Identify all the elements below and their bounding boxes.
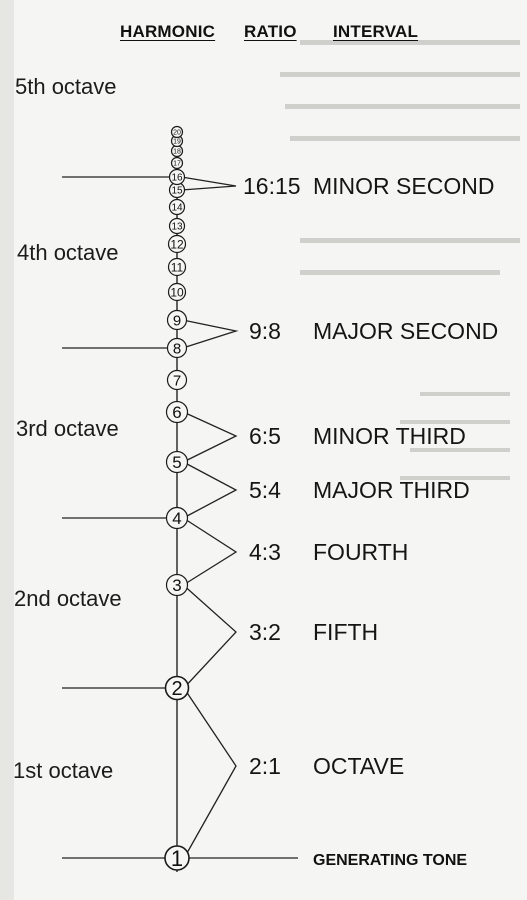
harmonic-number: 3	[172, 576, 181, 595]
harmonic-number: 6	[172, 403, 181, 422]
interval-name-label: MAJOR THIRD	[313, 477, 470, 503]
octave-label: 1st octave	[13, 758, 113, 783]
interval-brackets	[181, 176, 239, 859]
interval-labels: 16:15 MINOR SECOND 9:8 MAJOR SECOND 6:5 MINOR…	[243, 173, 498, 779]
harmonic-node: 18	[170, 144, 184, 158]
harmonic-number: 11	[171, 260, 184, 274]
interval-ratio-label: 16:15	[243, 173, 301, 199]
interval-ratio-label: 4:3	[249, 539, 281, 565]
harmonic-node: 12	[167, 234, 187, 254]
harmonic-node: 4	[165, 506, 189, 530]
header-ratio: RATIO	[244, 22, 297, 41]
harmonic-node: 10	[167, 282, 187, 302]
harmonic-number: 5	[172, 453, 181, 472]
harmonic-number: 20	[173, 130, 181, 137]
harmonic-node: 20	[170, 125, 184, 139]
harmonic-node: 3	[165, 573, 189, 597]
interval-bracket	[182, 319, 239, 349]
interval-name-label: FOURTH	[313, 539, 408, 565]
harmonic-node: 11	[167, 257, 187, 277]
octave-labels: 5th octave 4th octave 3rd octave 2nd octave…	[13, 74, 122, 783]
harmonic-number: 12	[170, 237, 184, 251]
interval-name-label: OCTAVE	[313, 753, 404, 779]
interval-bracket	[181, 176, 237, 191]
harmonic-node: 5	[165, 450, 189, 474]
octave-label: 2nd octave	[14, 586, 122, 611]
harmonic-number: 15	[171, 186, 183, 197]
harmonic-node: 2	[164, 675, 190, 701]
harmonic-node: 1	[164, 845, 190, 871]
interval-name-label: MINOR THIRD	[313, 423, 466, 449]
harmonic-number: 7	[173, 372, 181, 389]
generating-tone-group: GENERATING TONE	[313, 852, 467, 869]
harmonic-number: 2	[171, 678, 182, 700]
octave-label: 5th octave	[15, 74, 117, 99]
interval-bracket	[182, 517, 238, 586]
interval-bracket	[183, 411, 238, 463]
harmonic-number: 13	[171, 222, 183, 233]
harmonic-node: 14	[168, 198, 186, 216]
interval-ratio-label: 2:1	[249, 753, 281, 779]
interval-bracket	[183, 687, 237, 859]
harmonic-node: 13	[168, 217, 186, 235]
harmonic-number: 14	[171, 203, 183, 214]
interval-bracket	[182, 461, 238, 519]
interval-name-label: FIFTH	[313, 619, 378, 645]
octave-label: 4th octave	[17, 240, 119, 265]
octave-label: 3rd octave	[16, 416, 119, 441]
harmonic-number: 18	[173, 149, 181, 156]
harmonic-number: 1	[171, 846, 183, 871]
harmonic-node: 17	[170, 156, 184, 170]
header-interval: INTERVAL	[333, 22, 419, 41]
harmonic-number: 17	[173, 161, 181, 168]
interval-name-label: MINOR SECOND	[313, 173, 494, 199]
harmonic-node: 9	[166, 309, 188, 331]
harmonic-number: 8	[173, 340, 181, 357]
interval-ratio-label: 9:8	[249, 318, 281, 344]
interval-bracket	[182, 584, 237, 689]
harmonic-node: 16	[168, 168, 186, 186]
interval-ratio-label: 3:2	[249, 619, 281, 645]
harmonic-node: 7	[166, 369, 188, 391]
interval-ratio-label: 5:4	[249, 477, 281, 503]
harmonic-node: 15	[168, 181, 186, 199]
generating-tone-label: GENERATING TONE	[313, 852, 467, 869]
harmonic-number: 9	[173, 312, 181, 329]
interval-ratio-label: 6:5	[249, 423, 281, 449]
harmonic-number: 16	[171, 173, 183, 184]
interval-name-label: MAJOR SECOND	[313, 318, 498, 344]
harmonic-number: 4	[172, 509, 181, 528]
harmonic-node: 6	[165, 400, 189, 424]
harmonic-number: 10	[170, 285, 184, 299]
harmonic-number: 19	[173, 139, 181, 146]
header-harmonic: HARMONIC	[120, 22, 216, 41]
harmonic-node: 8	[166, 337, 188, 359]
